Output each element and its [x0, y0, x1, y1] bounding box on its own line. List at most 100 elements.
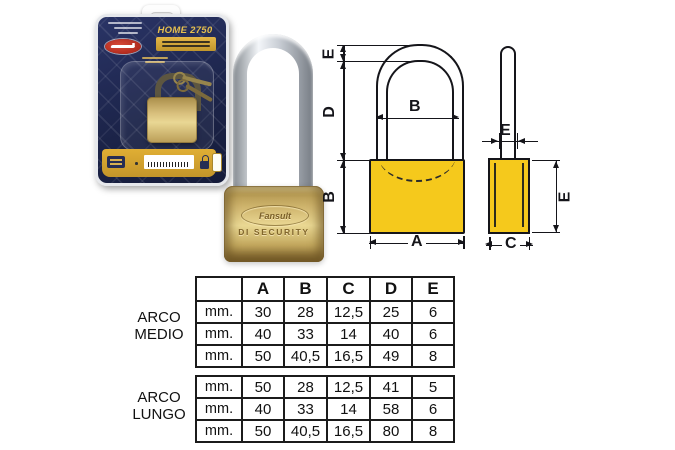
- group-label-arco-medio: ARCO MEDIO: [124, 309, 194, 343]
- dim-arrow: [340, 45, 346, 52]
- value-cell: 6: [413, 399, 453, 419]
- fine-print-line: [108, 22, 142, 24]
- dim-extension: [532, 231, 560, 233]
- brand-logo-oval: [105, 39, 141, 54]
- value-cell: 41: [371, 377, 411, 397]
- fine-print-line: [114, 27, 142, 29]
- dim-arrow: [369, 239, 376, 245]
- dim-arrow: [491, 137, 498, 144]
- dim-label-e-right: E: [556, 191, 574, 203]
- gold-text-line: [145, 61, 165, 63]
- dim-label-e-top: E: [500, 122, 511, 139]
- product-shackle: [233, 34, 313, 186]
- dim-label-b: B: [320, 191, 338, 203]
- engraved-security-text: DI SECURITY: [238, 227, 310, 237]
- group-label-arco-lungo: ARCO LUNGO: [124, 389, 194, 423]
- unit-cell: mm.: [197, 346, 241, 366]
- unit-cell: mm.: [197, 324, 241, 344]
- dim-line-e-right: [555, 160, 557, 233]
- unit-cell: mm.: [197, 399, 241, 419]
- dim-label-d: D: [320, 106, 338, 118]
- value-cell: 25: [371, 302, 411, 322]
- value-cell: 6: [413, 302, 453, 322]
- dim-label-c: C: [502, 236, 520, 252]
- tag-icon: [212, 153, 222, 172]
- unit-cell: mm.: [197, 421, 241, 441]
- value-cell: 40: [243, 324, 283, 344]
- dim-label-a: A: [408, 234, 426, 250]
- dim-line-e-top: [482, 140, 538, 142]
- value-cell: 40,5: [285, 421, 326, 441]
- value-cell: 40,5: [285, 346, 326, 366]
- unit-cell: mm.: [197, 302, 241, 322]
- dim-arrow: [340, 153, 346, 160]
- column-header: C: [328, 278, 369, 300]
- maker-logo-line: [110, 163, 122, 165]
- dim-extension: [337, 44, 423, 46]
- brand-logo-script: [110, 45, 136, 48]
- barcode: [144, 155, 194, 169]
- value-cell: 14: [328, 399, 369, 419]
- dim-line-vertical: [343, 45, 345, 233]
- padlock-icon: [202, 155, 209, 162]
- value-cell: 28: [285, 302, 326, 322]
- group-label-line: ARCO: [137, 309, 181, 326]
- dot-mark: [135, 162, 138, 165]
- drawing-body-side: [488, 158, 530, 234]
- barcode-bars: [148, 162, 190, 167]
- maker-logo-block: [107, 156, 125, 168]
- dim-arrow: [485, 241, 492, 247]
- value-cell: 33: [285, 399, 326, 419]
- body-bevel-line: [522, 163, 524, 227]
- dim-extension: [337, 60, 421, 62]
- unit-cell: mm.: [197, 377, 241, 397]
- body-bevel-line: [494, 163, 496, 227]
- dim-arrow: [340, 226, 346, 233]
- gold-text-line: [142, 57, 168, 59]
- value-cell: 16,5: [328, 346, 369, 366]
- dim-label-b-inner: B: [409, 98, 421, 115]
- dim-extension: [337, 232, 370, 234]
- value-cell: 28: [285, 377, 326, 397]
- model-number: HOME 2750: [157, 25, 213, 36]
- value-cell: 12,5: [328, 377, 369, 397]
- value-cell: 12,5: [328, 302, 369, 322]
- blister-card: HOME 2750: [95, 14, 229, 186]
- dim-label-e: E: [320, 48, 338, 60]
- card-bottom-band: [102, 149, 222, 177]
- maker-logo-line: [110, 159, 122, 161]
- info-band: [156, 37, 216, 51]
- brand-logo-dot: [132, 43, 135, 45]
- spec-table-arco-lungo: mm. 50 28 12,5 41 5 mm. 40 33 14 58 6 mm…: [195, 375, 455, 443]
- dim-arrow: [452, 114, 459, 120]
- engraved-brand: Fansult: [258, 210, 291, 221]
- dim-extension: [337, 159, 370, 161]
- value-cell: 58: [371, 399, 411, 419]
- column-header: B: [285, 278, 326, 300]
- value-cell: 16,5: [328, 421, 369, 441]
- value-cell: 6: [413, 324, 453, 344]
- fine-print-line: [118, 32, 138, 34]
- dim-arrow: [526, 241, 533, 247]
- dim-arrow: [340, 161, 346, 168]
- info-band-text-line: [162, 40, 210, 43]
- value-cell: 80: [371, 421, 411, 441]
- value-cell: 49: [371, 346, 411, 366]
- group-label-line: ARCO: [137, 389, 181, 406]
- dim-arrow: [376, 114, 383, 120]
- padlock-icon: [200, 161, 209, 169]
- table-corner-cell: [197, 278, 241, 300]
- dim-arrow: [340, 54, 346, 61]
- value-cell: 50: [243, 377, 283, 397]
- product-body: Fansult DI SECURITY: [224, 186, 324, 262]
- value-cell: 33: [285, 324, 326, 344]
- value-cell: 50: [243, 346, 283, 366]
- dim-arrow: [518, 137, 525, 144]
- engraved-logo-oval: Fansult: [241, 205, 309, 226]
- packed-padlock-body: [147, 97, 197, 143]
- value-cell: 50: [243, 421, 283, 441]
- drawing-body-dashed-curve: [372, 162, 462, 200]
- dim-arrow: [340, 62, 346, 69]
- column-header: D: [371, 278, 411, 300]
